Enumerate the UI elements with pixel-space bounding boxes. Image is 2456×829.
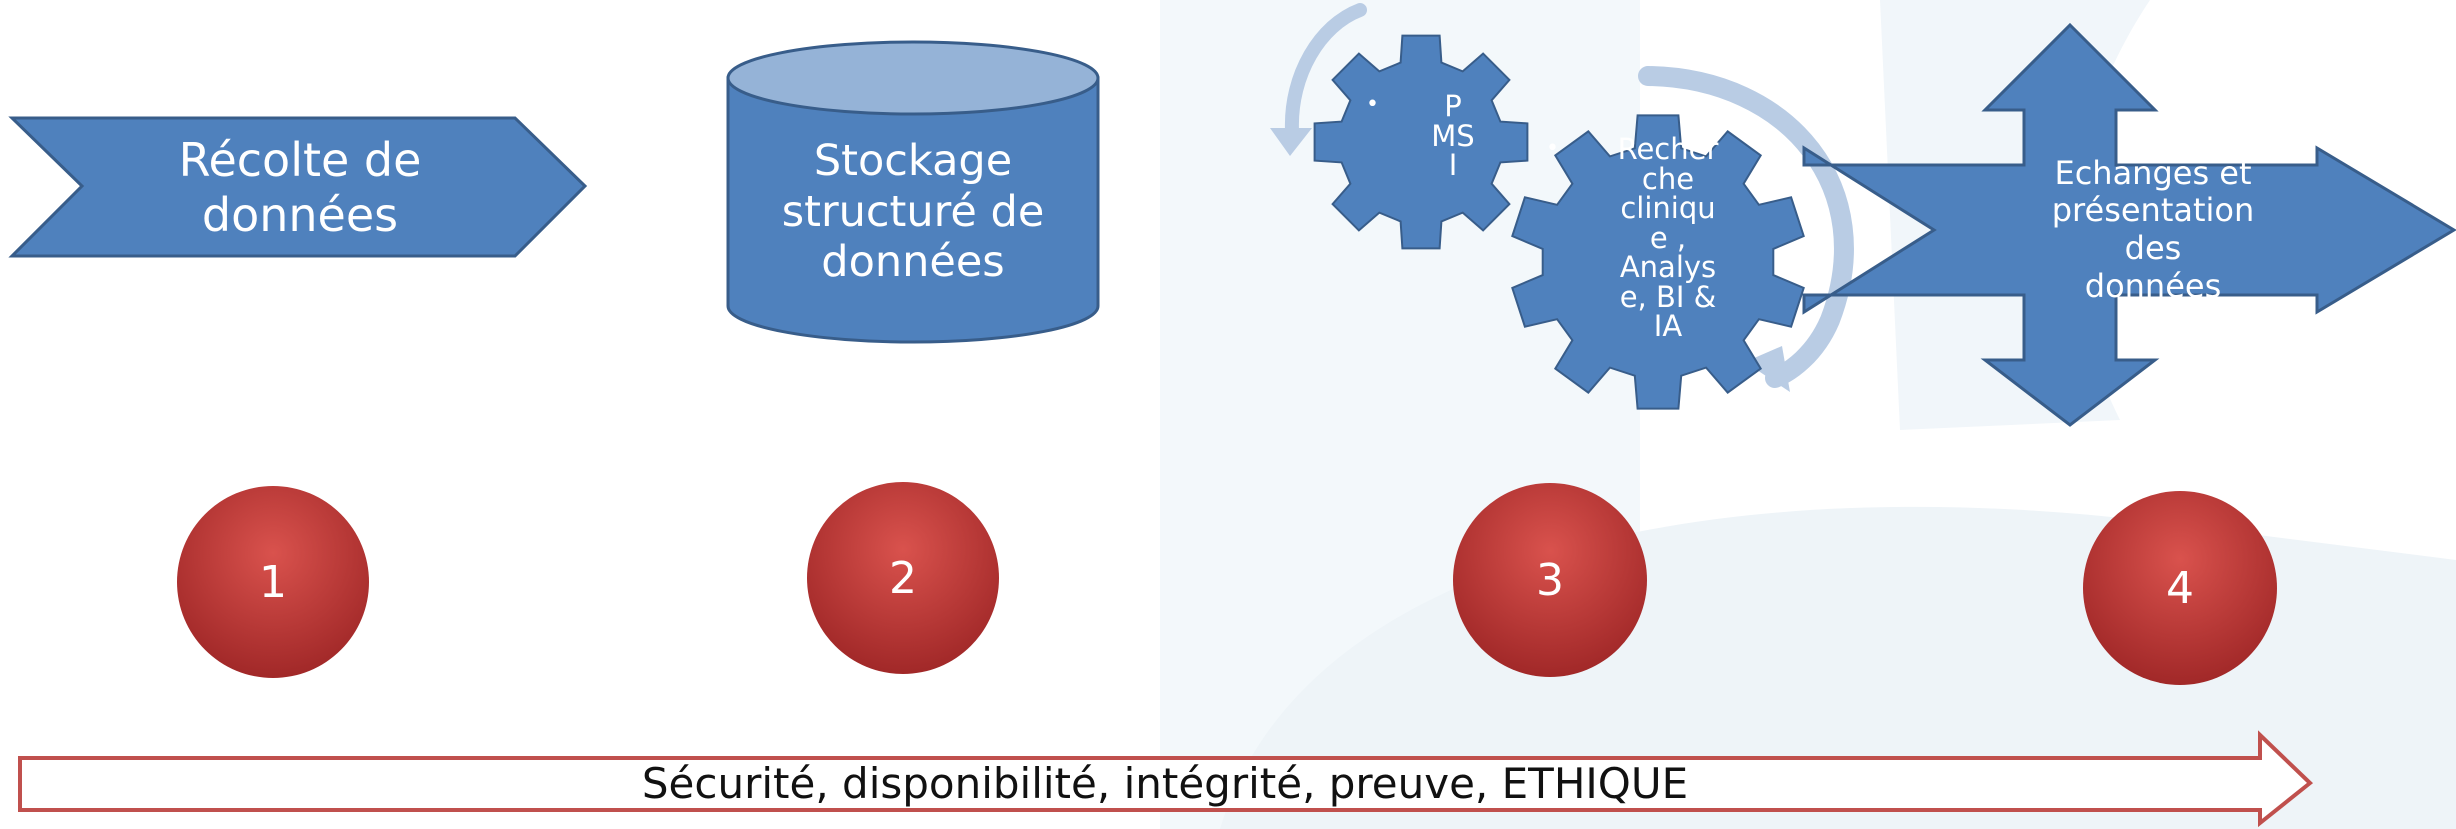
large-gear-bullet: • bbox=[1546, 136, 1559, 161]
four-way-arrow-shape bbox=[1802, 22, 2456, 427]
step-number-1: 1 bbox=[259, 556, 287, 608]
step-circle-1 bbox=[177, 486, 369, 678]
step-circle-3 bbox=[1453, 483, 1647, 677]
small-gear-shape bbox=[1313, 34, 1529, 250]
curved-arrow-large bbox=[1638, 66, 1854, 388]
step-1-label: Récolte de données bbox=[178, 133, 422, 242]
step-number-4: 4 bbox=[2166, 562, 2194, 614]
step-2-label: Stockage structuré de données bbox=[781, 135, 1045, 288]
gears-group bbox=[1313, 34, 1805, 410]
step-number-3: 3 bbox=[1536, 554, 1564, 606]
curved-arrow-large-head bbox=[1745, 346, 1790, 392]
curved-arrow-small-head bbox=[1270, 128, 1312, 156]
chevron-shape bbox=[8, 116, 588, 258]
step-circle-4 bbox=[2083, 491, 2277, 685]
small-gear-bullet: • bbox=[1366, 92, 1379, 117]
small-gear-label: P MS I bbox=[1431, 89, 1475, 183]
curved-arrow-small bbox=[1284, 3, 1367, 137]
footer-arrow-shape bbox=[18, 730, 2314, 828]
step-circle-2 bbox=[807, 482, 999, 674]
step-number-2: 2 bbox=[889, 552, 917, 604]
footer-label: Sécurité, disponibilité, intégrité, preu… bbox=[641, 758, 1689, 808]
large-gear-label: Recher che cliniqu e , Analys e, BI & IA bbox=[1617, 132, 1719, 344]
step-4-label: Echanges et présentation des données bbox=[2051, 153, 2255, 305]
large-gear-shape bbox=[1511, 114, 1805, 410]
database-cylinder-shape bbox=[726, 40, 1100, 344]
